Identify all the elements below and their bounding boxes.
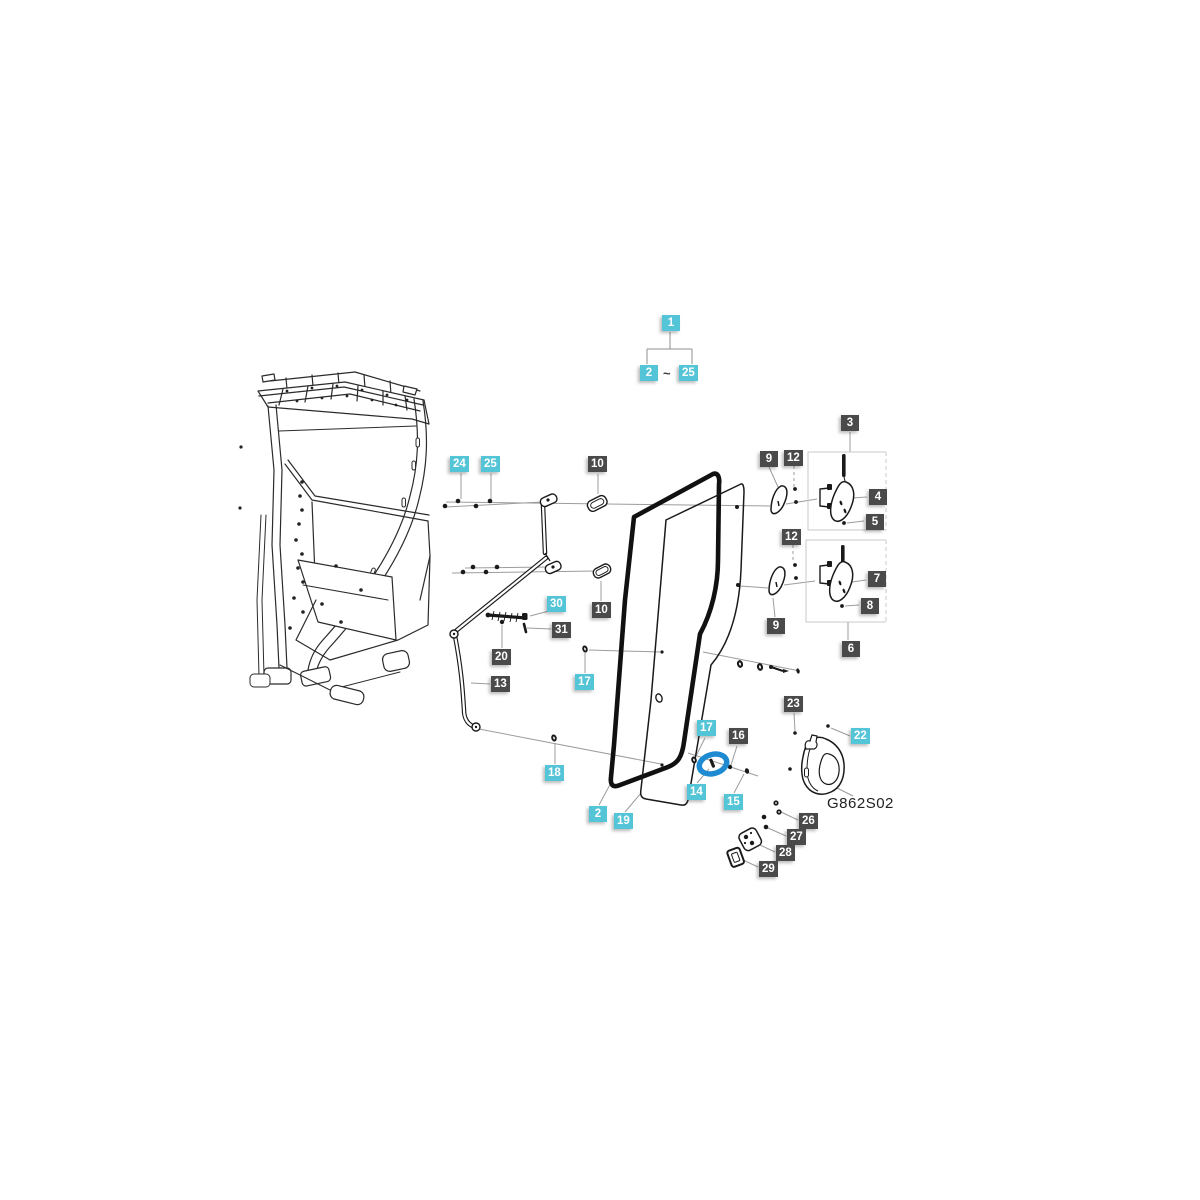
callout-number: 2 [594,808,602,820]
callout-13: 13 [491,676,510,692]
callout-number: 14 [690,786,703,798]
hinge-upper-drawing [770,454,855,525]
callout-number: 17 [578,676,591,688]
callout-number: 8 [866,600,874,612]
callout-number: 31 [555,624,568,636]
callout-number: 15 [727,796,740,808]
grab-handle-drawing [449,629,481,732]
callout-number: 5 [871,516,879,528]
spacer-plates-drawing [586,494,612,579]
callout-9-upper: 9 [760,451,778,467]
callout-number: 12 [787,452,800,464]
pin-cluster-drawing [691,756,750,774]
callout-27: 27 [787,829,806,845]
part-code-label: G862S02 [827,795,894,812]
callout-23: 23 [784,696,803,712]
callout-1: 1 [662,315,680,331]
callout-2-top: 2 [640,365,658,381]
callout-number: 25 [682,367,695,379]
door-check-bracket-drawing [454,493,562,633]
callout-26: 26 [799,813,818,829]
callout-number: 26 [802,815,815,827]
highlight-oval [696,751,730,777]
callout-25: 25 [481,456,500,472]
callout-5: 5 [866,514,884,530]
callout-12-upper: 12 [784,450,803,466]
mount-screws-row [442,498,500,575]
callout-number: 9 [772,620,780,632]
callout-8: 8 [861,598,879,614]
callout-number: 30 [550,598,563,610]
callout-22: 22 [851,728,870,744]
callout-number: 4 [874,491,882,503]
callout-7: 7 [868,571,886,587]
callout-number: 3 [846,417,854,429]
callout-16: 16 [729,728,748,744]
callout-number: 18 [548,767,561,779]
callout-2: 2 [589,806,607,822]
callout-number: 10 [595,604,608,616]
callout-number: 2 [645,367,653,379]
callout-number: 9 [765,453,773,465]
latch-parts-drawing [726,800,782,868]
callout-number: 27 [790,831,803,843]
door-glass-drawing [639,483,745,806]
callout-number: 12 [785,531,798,543]
cab-frame-drawing [238,371,431,706]
callout-25-top: 25 [679,365,698,381]
callout-29: 29 [759,861,778,877]
callout-10-lower: 10 [592,602,611,618]
handle-housing-drawing [788,724,845,795]
callout-19: 19 [614,813,633,829]
callout-number: 23 [787,698,800,710]
callout-number: 20 [495,651,508,663]
callout-28: 28 [776,845,795,861]
callout-24: 24 [450,456,469,472]
callout-number: 22 [854,730,867,742]
callout-17-left: 17 [575,674,594,690]
fastener-row-drawing [736,660,800,674]
callout-number: 7 [873,573,881,585]
callout-12-lower: 12 [782,529,801,545]
callout-number: 19 [617,815,630,827]
callout-number: 16 [732,730,745,742]
callout-number: 24 [453,458,466,470]
strut-rod-drawing [485,610,528,634]
callout-3: 3 [841,415,859,431]
callout-number: 10 [591,458,604,470]
callout-number: 17 [700,722,713,734]
hinge-lower-drawing [768,545,854,608]
callout-17-right: 17 [697,720,716,736]
callout-6: 6 [842,641,860,657]
callout-15: 15 [724,794,743,810]
callout-number: 28 [779,847,792,859]
door-seal-drawing [608,471,722,789]
callout-4: 4 [869,489,887,505]
callout-9-lower: 9 [767,618,785,634]
callout-18: 18 [545,765,564,781]
callout-number: 6 [847,643,855,655]
callout-number: 29 [762,863,775,875]
range-tilde: ~ [663,366,671,381]
callout-10-upper: 10 [588,456,607,472]
callout-20: 20 [492,649,511,665]
callout-31: 31 [552,622,571,638]
callout-number: 13 [494,678,507,690]
grommets-drawing [551,645,588,742]
callout-14: 14 [687,784,706,800]
callout-number: 1 [667,317,675,329]
callout-number: 25 [484,458,497,470]
callout-30: 30 [547,596,566,612]
